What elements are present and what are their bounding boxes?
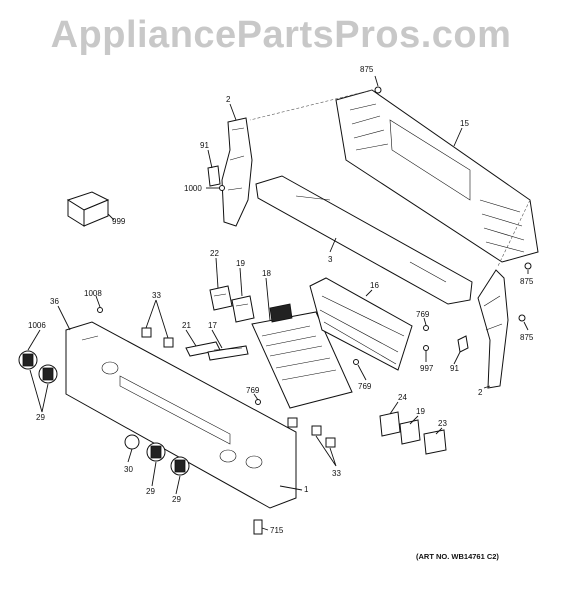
block-part-999[interactable] bbox=[66, 191, 110, 227]
callout-17: 17 bbox=[208, 321, 217, 330]
callout-997: 997 bbox=[420, 364, 434, 373]
vent-trim-part-3[interactable] bbox=[255, 175, 473, 305]
module-part-19-upper[interactable] bbox=[231, 295, 255, 323]
callout-24: 24 bbox=[398, 393, 407, 402]
callout-23: 23 bbox=[438, 419, 447, 428]
knob-part-29-bottom-1[interactable] bbox=[146, 442, 166, 462]
callout-999: 999 bbox=[112, 217, 126, 226]
callout-91: 91 bbox=[450, 364, 459, 373]
left-bracket-part-2[interactable] bbox=[221, 117, 253, 227]
callout-3: 3 bbox=[328, 255, 333, 264]
callout-18: 18 bbox=[262, 269, 271, 278]
callout-1000: 1000 bbox=[184, 184, 202, 193]
screw-part-91-right[interactable] bbox=[457, 335, 469, 353]
shaft-part-33-upper[interactable] bbox=[141, 327, 174, 348]
screw-part-875-right-1[interactable] bbox=[524, 262, 532, 270]
callout-769: 769 bbox=[246, 386, 260, 395]
callout-1: 1 bbox=[304, 485, 309, 494]
callout-875: 875 bbox=[520, 333, 534, 342]
module-part-19-lower[interactable] bbox=[399, 419, 421, 445]
callout-labels: 875 15 2 91 1000 999 3 22 19 18 16 875 8… bbox=[28, 65, 534, 535]
screw-part-91-1000[interactable] bbox=[207, 165, 225, 191]
screw-part-875-right-2[interactable] bbox=[518, 314, 526, 322]
callout-29: 29 bbox=[146, 487, 155, 496]
right-bracket-part-2[interactable] bbox=[477, 269, 509, 389]
watermark: AppliancePartsPros.com bbox=[50, 14, 512, 56]
screw-part-715[interactable] bbox=[253, 519, 263, 535]
callout-21: 21 bbox=[182, 321, 191, 330]
module-part-24[interactable] bbox=[379, 411, 401, 437]
part-17[interactable] bbox=[207, 345, 249, 361]
control-panel-part-1[interactable] bbox=[65, 321, 297, 509]
callout-19: 19 bbox=[416, 407, 425, 416]
screw-part-769-a[interactable] bbox=[423, 325, 429, 331]
backguard-panel-part-15[interactable] bbox=[249, 89, 539, 267]
screw-part-769-c[interactable] bbox=[353, 359, 359, 365]
module-part-22[interactable] bbox=[209, 285, 233, 311]
screw-part-769-b[interactable] bbox=[255, 399, 261, 405]
callout-22: 22 bbox=[210, 249, 219, 258]
art-number: (ART NO. WB14761 C2) bbox=[416, 552, 499, 561]
knob-part-29-left-1[interactable] bbox=[18, 350, 38, 370]
control-board-part-18[interactable] bbox=[251, 303, 353, 409]
knob-part-29-bottom-2[interactable] bbox=[170, 456, 190, 476]
leader-lines bbox=[27, 75, 529, 531]
callout-1006: 1006 bbox=[28, 321, 46, 330]
callout-715: 715 bbox=[270, 526, 284, 535]
callout-29: 29 bbox=[172, 495, 181, 504]
callout-29: 29 bbox=[36, 413, 45, 422]
callout-2: 2 bbox=[478, 388, 483, 397]
callout-33: 33 bbox=[332, 469, 341, 478]
shaft-part-33-lower[interactable] bbox=[287, 417, 336, 448]
callout-769: 769 bbox=[416, 310, 430, 319]
screw-part-1008[interactable] bbox=[97, 307, 103, 313]
callout-16: 16 bbox=[370, 281, 379, 290]
callout-875: 875 bbox=[520, 277, 534, 286]
callout-33: 33 bbox=[152, 291, 161, 300]
callout-2: 2 bbox=[226, 95, 231, 104]
callout-1008: 1008 bbox=[84, 289, 102, 298]
callout-19: 19 bbox=[236, 259, 245, 268]
module-part-23[interactable] bbox=[423, 429, 447, 455]
screw-part-997[interactable] bbox=[423, 345, 429, 351]
knob-part-29-left-2[interactable] bbox=[38, 364, 58, 384]
callout-769: 769 bbox=[358, 382, 372, 391]
callout-15: 15 bbox=[460, 119, 469, 128]
callout-875: 875 bbox=[360, 65, 374, 74]
knob-part-30[interactable] bbox=[124, 434, 140, 450]
screw-part-875-top[interactable] bbox=[374, 86, 382, 94]
callout-36: 36 bbox=[50, 297, 59, 306]
callout-30: 30 bbox=[124, 465, 133, 474]
frame-part-16[interactable] bbox=[309, 277, 413, 371]
callout-91: 91 bbox=[200, 141, 209, 150]
